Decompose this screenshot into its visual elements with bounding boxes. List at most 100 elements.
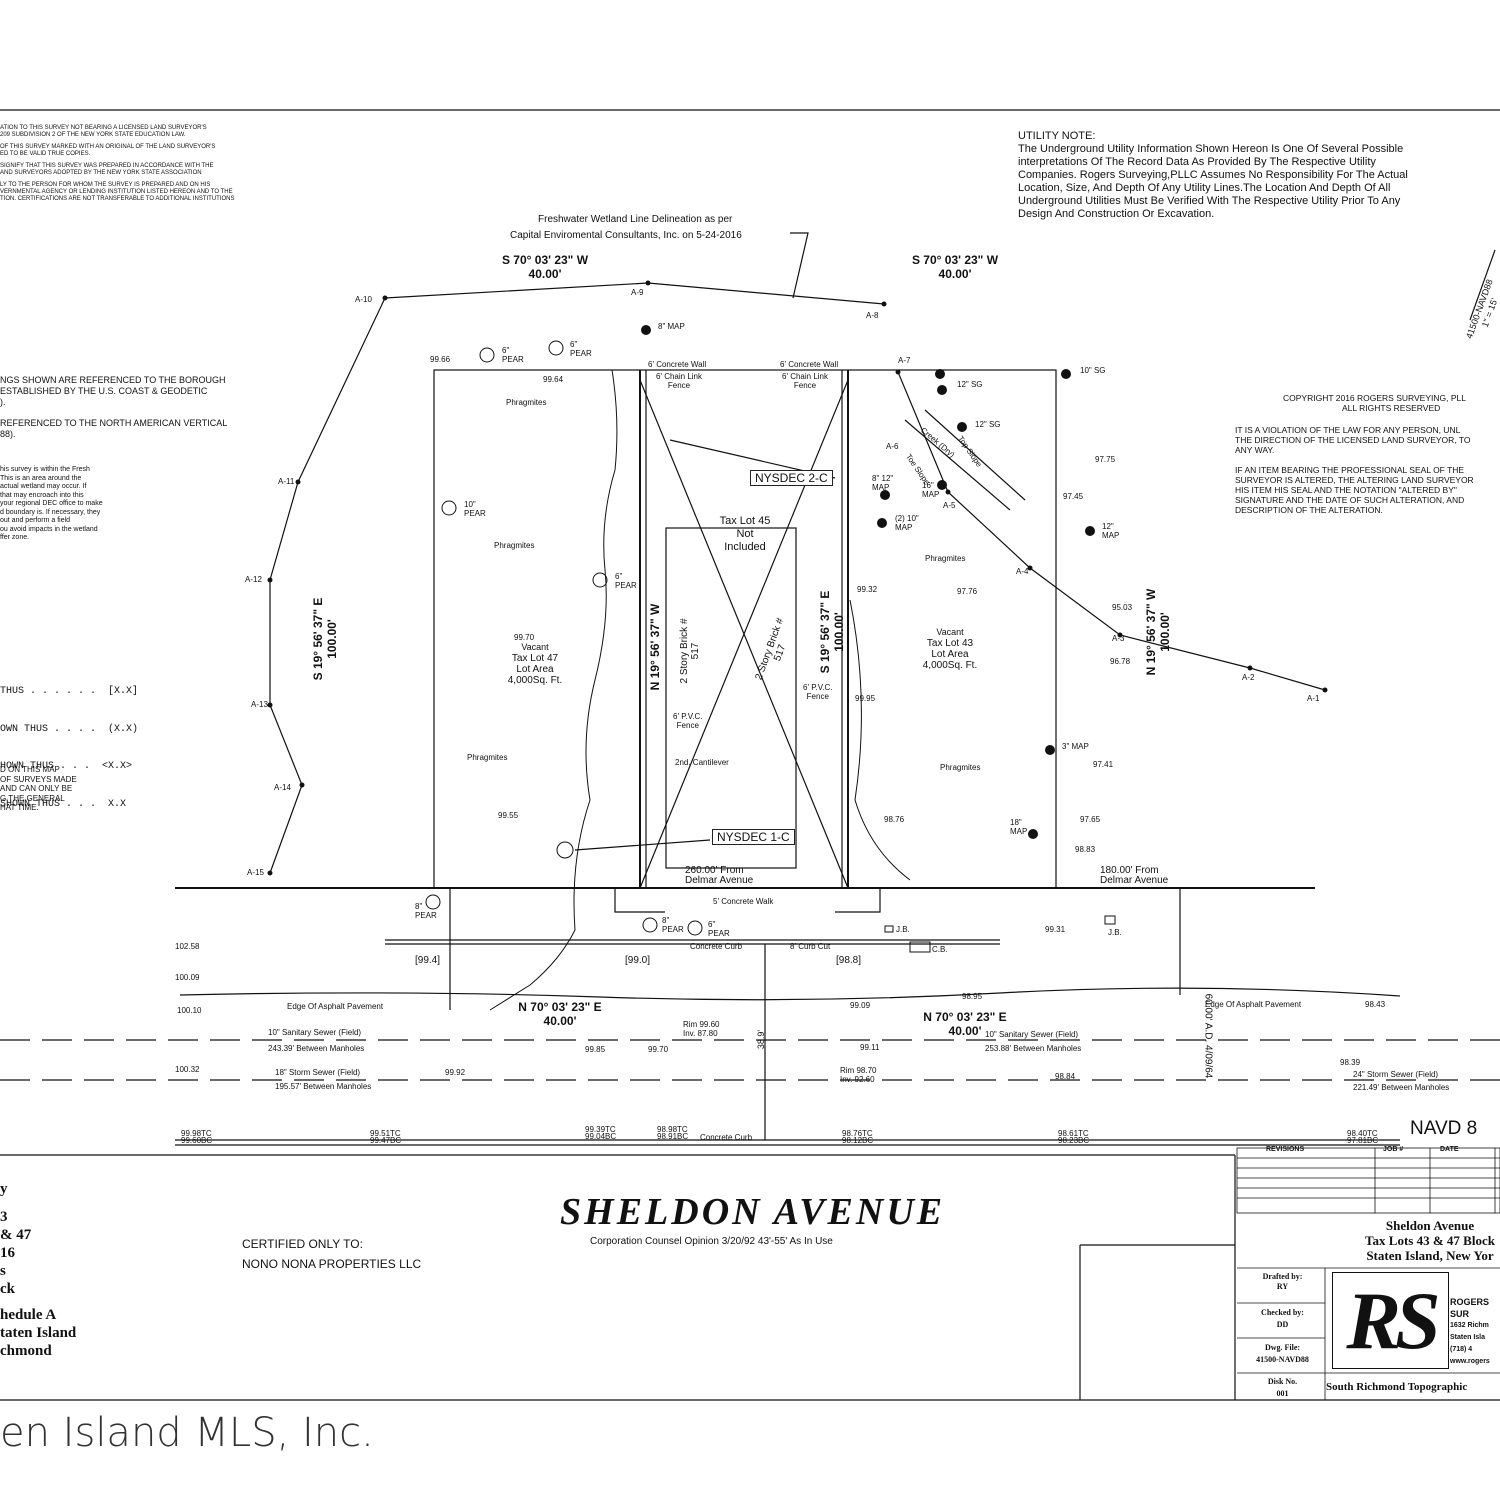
info-line: 16 [0, 1245, 15, 1261]
copyright-line: IF AN ITEM BEARING THE PROFESSIONAL SEAL… [1235, 465, 1465, 475]
copyright-block: COPYRIGHT 2016 ROGERS SURVEYING, PLL ALL… [1235, 393, 1500, 515]
note-line: AND SURVEYORS ADOPTED BY THE NEW YORK ST… [0, 170, 202, 176]
curb-bottom: 98.23BC [1058, 1136, 1090, 1145]
note-line: out and perform a field [0, 517, 71, 524]
rim-elevation: Rim 99.60 [683, 1020, 720, 1029]
distance-text: 100.00' [1158, 612, 1172, 652]
sewer-line: 195.57' Between Manholes [275, 1082, 372, 1091]
asphalt-edge-label: Edge Of Asphalt Pavement [1205, 1000, 1302, 1009]
spot-elevation: 95.03 [1112, 603, 1133, 612]
field-value: 41500-NAVD88 [1256, 1355, 1309, 1364]
tree-label: 6" PEAR [708, 920, 730, 938]
lot-line: Lot Area [516, 664, 554, 675]
field-value: DD [1276, 1320, 1289, 1329]
bearing-top-right: S 70° 03' 23" W 40.00' [900, 253, 1010, 281]
info-line: s [0, 1263, 6, 1279]
copyright-line: DESCRIPTION OF THE ALTERATION. [1235, 505, 1383, 515]
point-label: A-11 [278, 477, 295, 486]
junction-box-label: J.B. [896, 925, 910, 934]
utility-note-line: Location, Size, And Depth Of Any Utility… [1018, 182, 1391, 194]
survey-notes-block2: NGS SHOWN ARE REFERENCED TO THE BOROUGH … [0, 375, 250, 440]
spot-elevation: 100.32 [175, 1065, 200, 1074]
copyright-line: SURVEYOR IS ALTERED, THE ALTERING LAND S… [1235, 475, 1474, 485]
spot-elevation: 98.76 [884, 815, 905, 824]
point-label: A-2 [1242, 673, 1255, 682]
tree-label: 6" PEAR [502, 346, 524, 364]
info-line: hedule A [0, 1307, 57, 1323]
distance-text: 100.00' [325, 619, 339, 659]
lot-line: Not [736, 528, 754, 540]
copyright-line: COPYRIGHT 2016 ROGERS SURVEYING, PLL [1283, 393, 1466, 403]
traverse-points [267, 280, 1328, 876]
bracket-elevation: [98.8] [836, 955, 862, 966]
utility-note-heading: UTILITY NOTE: [1018, 130, 1096, 142]
tree-label: 12" SG [975, 420, 1001, 429]
field-label: Dwg. File: [1264, 1343, 1301, 1352]
note-line: D ON THIS MAP [0, 765, 60, 774]
point-label: A-1 [1307, 694, 1320, 703]
distance-line: 260.00' From [685, 865, 744, 876]
storm-sewer-label-left: 18" Storm Sewer (Field) 195.57' Between … [275, 1068, 371, 1091]
building-type: 2 Story Brick [679, 626, 690, 684]
field-value: RY [1276, 1282, 1289, 1291]
utility-note-line: The Underground Utility Information Show… [1018, 143, 1404, 155]
copyright-line: ANY WAY. [1235, 445, 1275, 455]
sewer-line: 24" Storm Sewer (Field) [1353, 1070, 1439, 1079]
project-line: Tax Lots 43 & 47 Block [1365, 1233, 1495, 1248]
field-label: Disk No. [1267, 1377, 1298, 1386]
point-label: A-5 [943, 501, 956, 510]
point-label: A-12 [245, 575, 262, 584]
note-line: ATION TO THIS SURVEY NOT BEARING A LICEN… [0, 125, 207, 131]
info-line: y [0, 1181, 8, 1197]
fence-line: Fence [676, 721, 699, 730]
storm-sewer-label-right: 24" Storm Sewer (Field) 221.49' Between … [1353, 1070, 1449, 1092]
tree-label: (2) 10" MAP [895, 514, 919, 532]
catch-basin-label: C.B. [932, 945, 948, 954]
bearing-right-side: N 19° 56' 37" W 100.00' [1144, 562, 1172, 702]
copyright-line: THE DIRECTION OF THE LICENSED LAND SURVE… [1235, 435, 1471, 445]
survey-notes-block1: ATION TO THIS SURVEY NOT BEARING A LICEN… [0, 125, 255, 203]
utility-note: UTILITY NOTE: The Underground Utility In… [1018, 130, 1500, 221]
utility-note-line: interpretations Of The Record Data As Pr… [1018, 156, 1376, 168]
point-label: A-9 [631, 288, 644, 297]
note-line: OF THIS SURVEY MARKED WITH AN ORIGINAL O… [0, 144, 216, 150]
navd-label: NAVD 8 [1410, 1118, 1478, 1139]
tree-label: 8" PEAR [662, 916, 684, 934]
spot-elevation: 96.78 [1110, 657, 1131, 666]
tree-label: 18" MAP [1010, 818, 1028, 836]
invert-elevation: Inv. 92.60 [840, 1075, 875, 1084]
spot-elevation: 98.39 [1340, 1058, 1361, 1067]
copyright-line: ALL RIGHTS RESERVED [1342, 403, 1441, 413]
note-line: ou avoid impacts in the wetland [0, 525, 98, 533]
elevation-legend: THUS . . . . . . [X.X] OWN THUS . . . . … [0, 661, 150, 824]
note-line: that may encroach into this [0, 491, 84, 499]
lot-line: 4,000Sq. Ft. [507, 675, 563, 686]
curb-top: 98.76TC [842, 1129, 873, 1138]
rim-elevation: Rim 98.70 [840, 1066, 877, 1075]
distance-text: 40.00' [948, 1024, 982, 1038]
utility-note-line: Underground Utilities Must Be Verified W… [1018, 195, 1401, 207]
note-line: VERNMENTAL AGENCY OR LENDING INSTITUTION… [0, 189, 233, 195]
sewer-line: 10" Sanitary Sewer (Field) [268, 1028, 362, 1037]
bracket-elevation: [99.0] [625, 955, 651, 966]
point-label: A-8 [866, 311, 879, 320]
bearing-bottom-left: N 70° 03' 23" E 40.00' [505, 1000, 615, 1028]
bearing-text: S 70° 03' 23" W [501, 253, 589, 267]
note-line: ED TO BE VALID TRUE COPIES. [0, 151, 91, 157]
sewer-line: 253.88' Between Manholes [985, 1044, 1082, 1053]
distance-text: 40.00' [528, 267, 562, 281]
sewer-line: 221.49' Between Manholes [1353, 1083, 1450, 1092]
asphalt-edge-label: Edge Of Asphalt Pavement [287, 1002, 384, 1011]
project-info-partial: y 3 & 47 16 s ck hedule A taten Island c… [0, 1180, 76, 1360]
note-line: d boundary is. If necessary, they [0, 508, 101, 516]
legend-line: OWN THUS . . . . (X.X) [0, 723, 139, 735]
info-line: taten Island [0, 1325, 77, 1341]
bearing-text: N 19° 56' 37" W [1144, 588, 1158, 676]
spot-elevation: 99.85 [585, 1045, 606, 1054]
bearing-bottom-right: N 70° 03' 23" E 40.00' [910, 1010, 1020, 1038]
wetland-disclaimer: his survey is within the Fresh This is a… [0, 466, 140, 543]
curb-bottom: 99.04BC [585, 1132, 617, 1141]
